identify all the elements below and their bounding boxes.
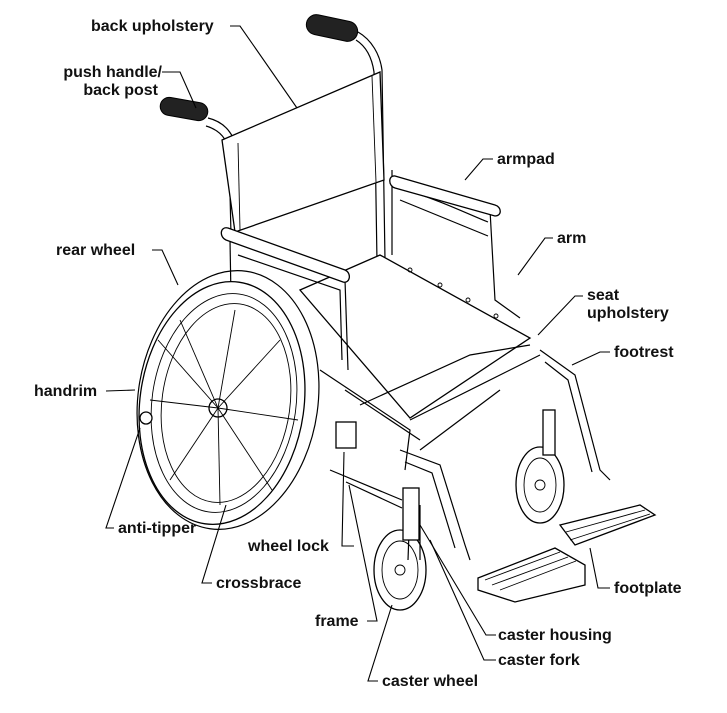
- seat-upholstery: [298, 254, 532, 419]
- rear-wheel: [138, 280, 306, 526]
- back-upholstery: [221, 71, 385, 233]
- push-handle-right: [305, 14, 386, 263]
- footrest-right: [539, 349, 611, 481]
- leader-lines: [105, 25, 610, 682]
- anti-tipper: [139, 411, 153, 425]
- armpad-right: [389, 175, 501, 217]
- label-crossbrace: crossbrace: [216, 575, 302, 592]
- footplate-right: [558, 504, 657, 546]
- label-anti-tipper: anti-tipper: [118, 520, 197, 537]
- label-caster-wheel: caster wheel: [382, 673, 479, 690]
- wheel-lock: [335, 421, 357, 449]
- footrest-left: [399, 449, 471, 561]
- label-caster-fork: caster fork: [498, 652, 580, 669]
- label-seat-upholstery-line2: upholstery: [587, 305, 669, 322]
- label-push-handle-line2: back post: [83, 82, 158, 99]
- label-frame: frame: [315, 613, 359, 630]
- armpad-left: [220, 227, 350, 283]
- label-arm: arm: [557, 230, 587, 247]
- label-back-upholstery: back upholstery: [91, 18, 214, 35]
- footplate-left: [477, 547, 586, 603]
- label-footplate: footplate: [614, 580, 682, 597]
- label-caster-housing: caster housing: [498, 627, 612, 644]
- frame-structure: [319, 344, 541, 509]
- label-rear-wheel: rear wheel: [56, 242, 136, 259]
- label-push-handle-line1: push handle/: [63, 64, 162, 81]
- label-handrim: handrim: [34, 383, 98, 400]
- caster-wheel-right: [515, 409, 565, 524]
- label-seat-upholstery-line1: seat: [587, 287, 620, 304]
- label-footrest: footrest: [614, 344, 674, 361]
- label-wheel-lock: wheel lock: [248, 538, 329, 555]
- caster-housing: [402, 487, 420, 541]
- label-armpad: armpad: [497, 151, 555, 168]
- handrim: [136, 270, 320, 530]
